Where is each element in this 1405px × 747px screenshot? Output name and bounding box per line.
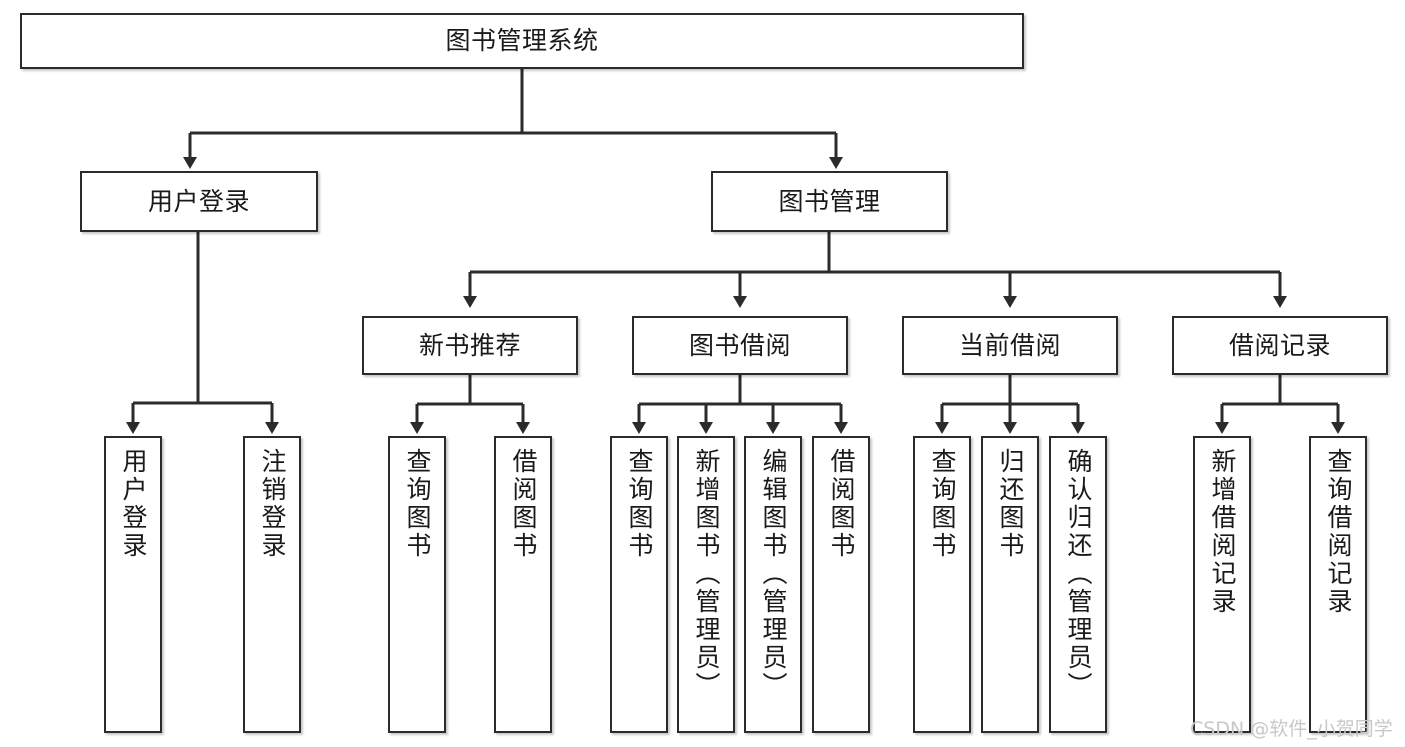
- leaf-borrow-edit-book-label: 编辑图书（管理员）: [759, 448, 788, 700]
- node-borrow-record-label: 借阅记录: [1228, 330, 1331, 360]
- leaf-current-query-book[interactable]: 查询图书: [913, 436, 971, 733]
- leaf-new-book-query-label: 查询图书: [403, 448, 432, 560]
- node-user-login-label: 用户登录: [147, 186, 250, 216]
- node-book-borrow-label: 图书借阅: [688, 330, 791, 360]
- node-book-borrow[interactable]: 图书借阅: [632, 316, 848, 375]
- leaf-new-book-query[interactable]: 查询图书: [388, 436, 446, 733]
- node-borrow-record[interactable]: 借阅记录: [1172, 316, 1388, 375]
- node-root[interactable]: 图书管理系统: [20, 13, 1024, 69]
- leaf-current-confirm-return-label: 确认归还（管理员）: [1064, 448, 1093, 700]
- node-root-label: 图书管理系统: [445, 26, 599, 55]
- leaf-current-confirm-return[interactable]: 确认归还（管理员）: [1049, 436, 1107, 733]
- leaf-borrow-borrow-book[interactable]: 借阅图书: [812, 436, 870, 733]
- leaf-user-login-signin[interactable]: 用户登录: [104, 436, 162, 733]
- leaf-borrow-edit-book[interactable]: 编辑图书（管理员）: [744, 436, 802, 733]
- node-current-borrow[interactable]: 当前借阅: [902, 316, 1118, 375]
- leaf-record-add-label: 新增借阅记录: [1208, 448, 1237, 616]
- leaf-borrow-query-book[interactable]: 查询图书: [610, 436, 668, 733]
- leaf-record-add[interactable]: 新增借阅记录: [1193, 436, 1251, 733]
- leaf-record-query-label: 查询借阅记录: [1324, 448, 1353, 616]
- leaf-borrow-query-book-label: 查询图书: [625, 448, 654, 560]
- leaf-user-login-signout-label: 注销登录: [258, 448, 287, 560]
- csdn-watermark: CSDN @软件_小贺同学: [1190, 718, 1393, 740]
- leaf-current-return-book-label: 归还图书: [996, 448, 1025, 560]
- leaf-borrow-borrow-book-label: 借阅图书: [827, 448, 856, 560]
- leaf-record-query[interactable]: 查询借阅记录: [1309, 436, 1367, 733]
- node-new-book-recommend-label: 新书推荐: [418, 330, 521, 360]
- leaf-user-login-signout[interactable]: 注销登录: [243, 436, 301, 733]
- node-book-management-label: 图书管理: [778, 186, 881, 216]
- node-new-book-recommend[interactable]: 新书推荐: [362, 316, 578, 375]
- leaf-borrow-add-book[interactable]: 新增图书（管理员）: [677, 436, 735, 733]
- node-book-management[interactable]: 图书管理: [711, 171, 948, 232]
- leaf-new-book-borrow-label: 借阅图书: [509, 448, 538, 560]
- node-current-borrow-label: 当前借阅: [958, 330, 1061, 360]
- leaf-new-book-borrow[interactable]: 借阅图书: [494, 436, 552, 733]
- leaf-borrow-add-book-label: 新增图书（管理员）: [692, 448, 721, 700]
- leaf-current-return-book[interactable]: 归还图书: [981, 436, 1039, 733]
- leaf-current-query-book-label: 查询图书: [928, 448, 957, 560]
- node-user-login[interactable]: 用户登录: [80, 171, 318, 232]
- leaf-user-login-signin-label: 用户登录: [119, 448, 148, 560]
